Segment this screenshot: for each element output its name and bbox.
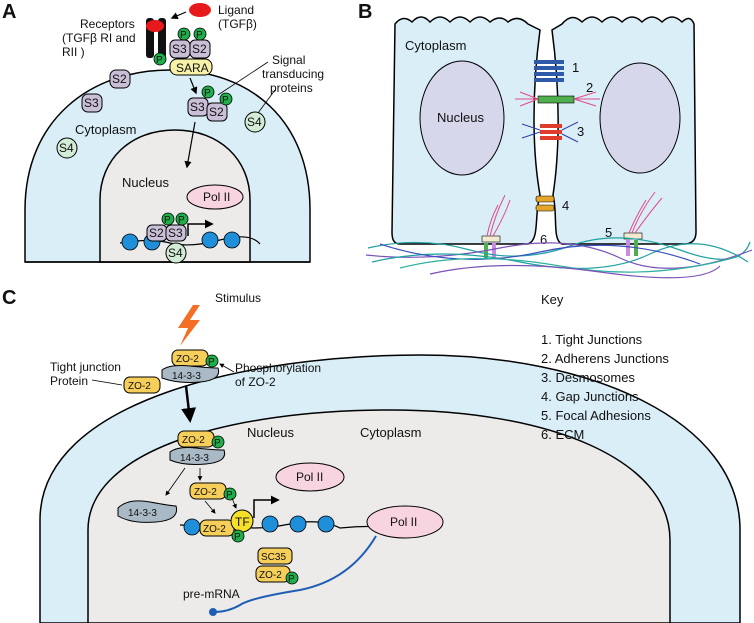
desmosome-icon [521,121,579,143]
s4-label: S4 [247,115,262,129]
phospho-label: P [204,88,211,99]
s2-label: S2 [209,105,224,119]
sara-label: SARA [176,61,209,75]
nucleus-label: Nucleus [122,175,169,190]
nucleus-label: Nucleus [437,110,484,125]
zo2-label: ZO-2 [128,381,151,392]
junction-number: 2 [586,80,593,95]
sara-protein [169,58,213,76]
p1433-label: 14-3-3 [180,453,209,464]
pol2-label: Pol II [203,190,230,204]
gap-junction-icon [535,195,555,212]
pre-mrna-label: pre-mRNA [183,587,240,601]
junction-number: 1 [572,60,579,75]
cytoplasm-label: Cytoplasm [75,122,136,137]
zo2-label: ZO-2 [203,524,226,535]
junction-number: 5 [605,225,612,240]
phospho-label: P [208,357,215,368]
ecm-fibers [365,237,753,279]
panel-b: B Cytoplasm Nucleus 1 2 [358,1,753,279]
zo2-label: ZO-2 [194,487,217,498]
key-item: 5. Focal Adhesions [541,408,651,423]
s3-label: S3 [172,42,187,56]
s3-label: S3 [168,226,183,240]
pol2-label: Pol II [390,515,417,529]
key-item: 4. Gap Junctions [541,389,639,404]
signal-label-2: transducing [262,67,324,81]
signal-label-1: Signal [272,53,305,67]
adherens-junction-icon [515,91,600,107]
phospho-label: P [164,215,171,226]
phospho-label: P [288,574,295,585]
key-title: Key [541,292,564,307]
stimulus-label: Stimulus [215,291,261,305]
zo2-label: ZO-2 [182,435,205,446]
panel-c: C Stimulus ZO-2 P 14-3-3 ZO-2 Tight junc… [2,287,741,623]
s4-label: S4 [168,246,183,260]
receptors-label-2: (TGFβ RI and [62,31,136,45]
tj-protein-label-2: Protein [50,374,88,388]
pol2-label: Pol II [296,470,323,484]
nucleus-b-right [599,62,681,174]
junction-number: 3 [577,124,584,139]
phosphorylation-label-1: Phosphorylation [235,361,321,375]
ligand-label-1: Ligand [218,3,254,17]
key-item: 3. Desmosomes [541,370,635,385]
p1433-label: 14-3-3 [172,371,201,382]
signal-label-3: proteins [270,81,313,95]
phospho-label: P [180,30,187,41]
receptors-label-3: RII ) [62,45,85,59]
s3-label: S3 [190,100,205,114]
s3-label: S3 [84,96,99,110]
junction-number: 6 [540,232,547,247]
key-item: 2. Adherens Junctions [541,351,669,366]
cytoplasm-label: Cytoplasm [360,425,421,440]
key-item: 1. Tight Junctions [541,332,643,347]
pre-mrna-strand [213,535,377,613]
p1433-label: 14-3-3 [128,508,157,519]
junction-number: 4 [562,198,569,213]
panel-b-letter: B [358,1,372,23]
key-item: 6. ECM [541,427,584,442]
receptors-label-1: Receptors [80,17,135,31]
s4-label: S4 [59,141,74,155]
zo2-label: ZO-2 [259,570,282,581]
receptor-icon [146,18,166,58]
phosphorylation-label-2: of ZO-2 [235,375,276,389]
ligand-label-2: (TGFβ) [218,17,257,31]
svg-text:Ligand(TGFβ): Ligand(TGFβ) [218,3,257,31]
cytoplasm-label: Cytoplasm [405,38,466,53]
tj-protein-label-1: Tight junction [50,360,121,374]
panel-a-letter: A [2,1,16,23]
phospho-label: P [196,30,203,41]
zo2-label: ZO-2 [176,354,199,365]
nucleus-label: Nucleus [247,425,294,440]
key-legend: Key 1. Tight Junctions 2. Adherens Junct… [541,292,669,442]
stimulus-icon [178,305,200,346]
nucleus-b-left [419,60,505,176]
sc35-label: SC35 [261,552,286,563]
panel-c-letter: C [2,287,16,309]
phospho-label: P [156,55,163,66]
phospho-label: P [178,215,185,226]
cell-a-nucleus [99,129,251,263]
ligand-icon [189,3,211,17]
s2-label: S2 [112,72,127,86]
tf-label: TF [235,515,250,529]
tight-junction-icon [534,60,564,82]
s2-label: S2 [149,226,164,240]
phospho-label: P [234,532,241,543]
s2-label: S2 [192,42,207,56]
phospho-label: P [214,438,221,449]
phospho-label: P [222,95,229,106]
phospho-label: P [226,490,233,501]
